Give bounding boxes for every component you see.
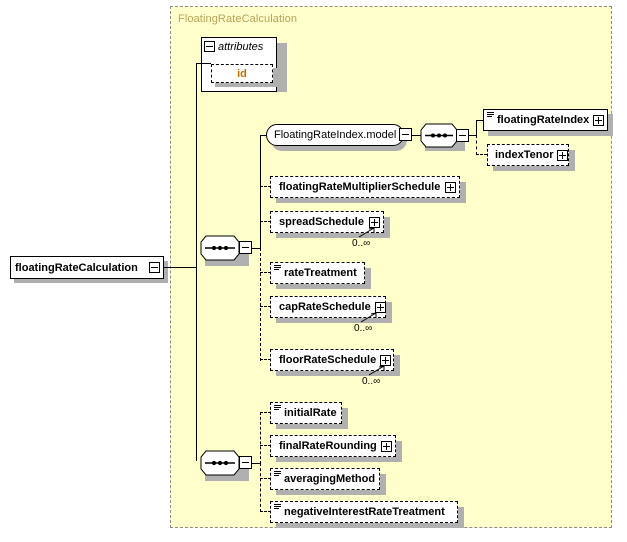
spreadschedule-label: spreadSchedule	[279, 216, 364, 228]
negativeinterestratetreatment-label: negativeInterestRateTreatment	[284, 506, 445, 518]
sequence-1-collapse-icon[interactable]	[239, 241, 252, 254]
sequence-1-bus-dashed	[260, 248, 261, 361]
floatingrateindex-expand-icon[interactable]	[593, 114, 605, 126]
element-averagingmethod[interactable]: averagingMethod	[270, 468, 380, 490]
trunk-vertical-lower	[196, 267, 197, 461]
floorrateschedule-label: floorRateSchedule	[279, 354, 377, 366]
element-initialrate[interactable]: initialRate	[270, 402, 342, 424]
spreadschedule-occurrence: 0..∞	[352, 238, 371, 249]
element-spreadschedule[interactable]: spreadSchedule	[270, 211, 384, 233]
sequence-1-symbol[interactable]	[200, 235, 246, 261]
element-indextenor[interactable]: indexTenor	[487, 144, 569, 166]
attribute-id-label: id	[237, 67, 247, 80]
capratesschedule-expand-icon[interactable]	[374, 301, 386, 313]
element-finalraterounding[interactable]: finalRateRounding	[270, 435, 396, 457]
negativeinterestratetreatment-type-icon	[274, 504, 281, 510]
finalraterounding-expand-icon[interactable]	[381, 440, 392, 452]
model-group-collapse-icon[interactable]	[399, 128, 412, 141]
element-floatingrateindex[interactable]: floatingRateIndex	[483, 109, 608, 131]
attributes-group-header: attributes	[201, 38, 280, 55]
sequence-1-bus-solid	[260, 135, 261, 249]
connector-model-to-sequence-2	[412, 135, 421, 136]
sequence-3-bus-dashed-down	[260, 463, 261, 512]
sequence-2-bus-dashed	[476, 135, 477, 155]
ratetreatment-type-icon	[274, 265, 281, 271]
connector-to-floatingrateindex	[476, 120, 484, 121]
connector-to-initialrate	[260, 412, 271, 413]
connector-trunk-to-attributes	[196, 63, 211, 64]
attributes-collapse-icon[interactable]	[204, 41, 215, 52]
floatingrateindex-label: floatingRateIndex	[497, 114, 590, 126]
connector-to-averagingmethod	[260, 478, 271, 479]
connector-sequence-3-out	[252, 463, 261, 464]
connector-sequence-2-out	[469, 135, 477, 136]
connector-root-to-trunk	[164, 267, 197, 268]
element-floorrateschedule[interactable]: floorRateSchedule	[270, 349, 394, 371]
floorrateschedule-expand-icon[interactable]	[380, 354, 392, 366]
trunk-vertical	[196, 63, 197, 268]
sequence-3-collapse-icon[interactable]	[239, 456, 252, 469]
averagingmethod-label: averagingMethod	[284, 473, 376, 485]
connector-to-negativeinterestratetreatment	[260, 511, 271, 512]
element-negativeinterestratetreatment[interactable]: negativeInterestRateTreatment	[270, 501, 458, 523]
sequence-3-bus-dashed-up	[260, 412, 261, 464]
spreadschedule-expand-icon[interactable]	[369, 216, 380, 228]
averagingmethod-type-icon	[274, 471, 281, 477]
complex-type-title: FloatingRateCalculation	[178, 13, 298, 25]
root-element-label: floatingRateCalculation	[15, 261, 138, 274]
root-element-collapse-icon[interactable]	[149, 262, 160, 273]
connector-to-ratetreatment	[260, 272, 271, 273]
indextenor-label: indexTenor	[495, 149, 554, 161]
capratesschedule-occurrence: 0..∞	[354, 323, 373, 334]
attribute-id[interactable]: id	[211, 64, 273, 83]
floatingrateindex-type-icon	[487, 112, 494, 118]
floorrateschedule-repeat-arrow	[368, 365, 385, 376]
initialrate-label: initialRate	[284, 407, 337, 419]
spreadschedule-repeat-arrow	[358, 227, 375, 238]
sequence-2-symbol[interactable]	[420, 123, 464, 148]
element-ratetreatment[interactable]: rateTreatment	[270, 262, 365, 284]
ratetreatment-label: rateTreatment	[284, 267, 357, 279]
connector-to-capratesschedule	[260, 306, 271, 307]
initialrate-type-icon	[274, 405, 281, 411]
sequence-2-bus-solid	[476, 120, 477, 136]
floatingratemultiplierschedule-label: floatingRateMultiplierSchedule	[279, 181, 441, 193]
capratesschedule-label: capRateSchedule	[279, 301, 371, 313]
connector-sequence-1-out	[252, 248, 261, 249]
sequence-3-symbol[interactable]	[200, 450, 246, 476]
model-group-label: FloatingRateIndex.model	[274, 129, 397, 141]
root-element-floatingratecalculation[interactable]: floatingRateCalculation	[10, 256, 164, 279]
indextenor-expand-icon[interactable]	[557, 149, 569, 161]
floorrateschedule-occurrence: 0..∞	[362, 376, 381, 387]
connector-to-indextenor	[476, 154, 487, 155]
capratesschedule-repeat-arrow	[360, 312, 377, 323]
connector-to-floatingratemultiplierschedule	[260, 186, 271, 187]
element-capratesschedule[interactable]: capRateSchedule	[270, 296, 386, 318]
connector-to-floorrateschedule	[260, 359, 271, 360]
model-group-floatingrateindex-model[interactable]: FloatingRateIndex.model	[266, 124, 404, 146]
finalraterounding-label: finalRateRounding	[279, 440, 377, 452]
connector-to-spreadschedule	[260, 221, 271, 222]
attributes-header-label: attributes	[218, 40, 264, 53]
floatingratemultiplierschedule-expand-icon[interactable]	[445, 181, 456, 193]
sequence-2-collapse-icon[interactable]	[456, 129, 469, 142]
connector-to-model-group	[260, 135, 267, 136]
element-floatingratemultiplierschedule[interactable]: floatingRateMultiplierSchedule	[270, 176, 460, 198]
connector-to-finalraterounding	[260, 445, 271, 446]
